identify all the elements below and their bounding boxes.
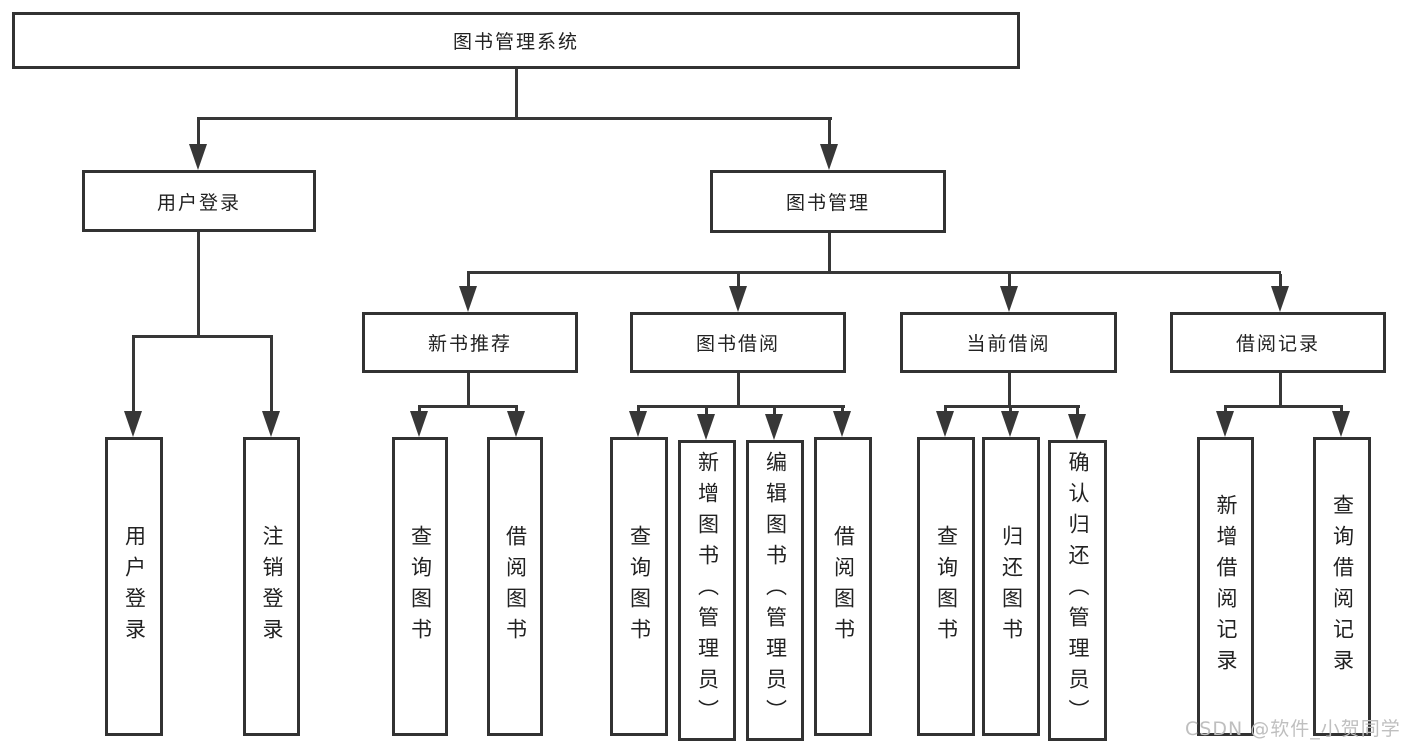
connector-line [944,405,1080,408]
connector-line [1076,408,1079,416]
arrow-down-icon [1068,414,1086,440]
node-label: 图书管理系统 [452,31,579,53]
node-current-borrowing: 当前借阅 [900,312,1117,373]
leaf-label: 查询图书 [627,524,652,649]
leaf-query-books-borrow: 查询图书 [610,437,668,736]
connector-line [773,408,776,416]
arrow-down-icon [1216,411,1234,437]
leaf-label: 注销登录 [260,524,284,649]
leaf-user-login: 用户登录 [105,437,163,736]
connector-line [828,117,831,148]
arrow-down-icon [1332,411,1350,437]
arrow-down-icon [124,411,142,437]
node-label: 借阅记录 [1235,333,1320,355]
connector-line [132,338,135,413]
leaf-add-book-admin: 新增图书（管理员） [678,440,736,741]
connector-line [1008,373,1011,406]
connector-line [197,232,200,337]
leaf-borrow-books-recommend: 借阅图书 [487,437,543,736]
leaf-query-books-current: 查询图书 [917,437,975,736]
leaf-label: 查询图书 [408,524,433,649]
node-library-system: 图书管理系统 [12,12,1020,69]
arrow-down-icon [1271,286,1289,312]
connector-line [705,408,708,416]
node-user-login: 用户登录 [82,170,316,232]
leaf-confirm-return-admin: 确认归还（管理员） [1048,440,1107,741]
node-new-book-recommend: 新书推荐 [362,312,578,373]
connector-line [198,117,832,120]
leaf-label: 新增图书（管理员） [695,451,720,730]
leaf-query-books-recommend: 查询图书 [392,437,448,736]
leaf-label: 确认归还（管理员） [1066,451,1090,730]
connector-line [197,117,200,148]
leaf-logout: 注销登录 [243,437,300,736]
leaf-label: 用户登录 [122,524,147,649]
connector-line [418,405,518,408]
leaf-add-borrow-record: 新增借阅记录 [1197,437,1254,736]
csdn-watermark: CSDN @软件_小贺同学 [1185,718,1401,740]
arrow-down-icon [1001,411,1019,437]
leaf-label: 归还图书 [999,524,1024,649]
leaf-label: 新增借阅记录 [1214,493,1238,680]
connector-line [270,338,273,413]
arrow-down-icon [820,144,838,170]
leaf-label: 借阅图书 [503,524,528,649]
connector-line [467,271,1281,274]
connector-line [1279,274,1282,289]
connector-line [737,274,740,289]
leaf-return-book: 归还图书 [982,437,1040,736]
connector-line [1279,373,1282,406]
arrow-down-icon [729,286,747,312]
arrow-down-icon [507,411,525,437]
leaf-borrow-books: 借阅图书 [814,437,872,736]
node-borrowing-records: 借阅记录 [1170,312,1386,373]
leaf-query-borrow-record: 查询借阅记录 [1313,437,1371,736]
arrow-down-icon [459,286,477,312]
arrow-down-icon [629,411,647,437]
connector-line [467,274,470,289]
connector-line [1008,274,1011,289]
node-book-management: 图书管理 [710,170,946,233]
connector-line [828,233,831,273]
node-label: 新书推荐 [427,333,512,355]
arrow-down-icon [765,414,783,440]
arrow-down-icon [833,411,851,437]
node-label: 用户登录 [156,191,241,214]
leaf-label: 借阅图书 [831,524,856,649]
connector-line [1224,405,1343,408]
leaf-label: 查询图书 [934,524,959,649]
arrow-down-icon [189,144,207,170]
leaf-label: 查询借阅记录 [1330,493,1355,680]
arrow-down-icon [936,411,954,437]
arrow-down-icon [1000,286,1018,312]
connector-line [515,69,518,118]
connector-line [637,405,845,408]
arrow-down-icon [697,414,715,440]
leaf-edit-book-admin: 编辑图书（管理员） [746,440,804,741]
connector-line [467,373,470,406]
node-label: 当前借阅 [966,333,1051,355]
connector-line [737,373,740,406]
arrow-down-icon [262,411,280,437]
node-book-borrowing: 图书借阅 [630,312,846,373]
arrow-down-icon [410,411,428,437]
leaf-label: 编辑图书（管理员） [763,451,788,730]
node-label: 图书管理 [785,192,870,214]
connector-line [132,335,273,338]
node-label: 图书借阅 [695,333,780,355]
